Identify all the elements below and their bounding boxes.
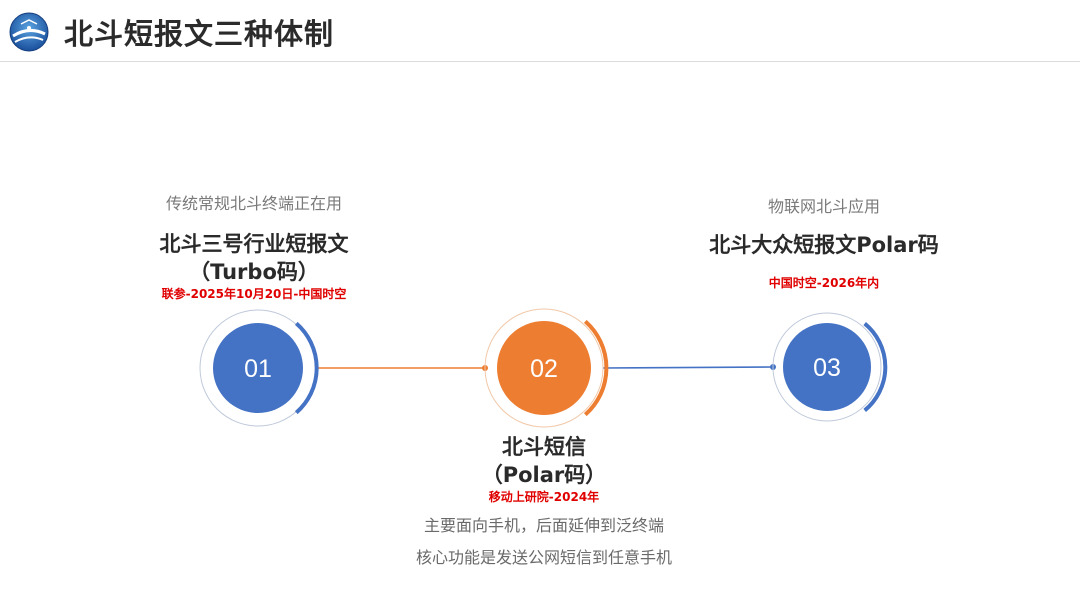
beidou-logo-icon <box>9 12 49 52</box>
node-03-circle <box>783 323 871 411</box>
node-02-circle <box>497 321 591 415</box>
node-02-desc-line1: 主要面向手机，后面延伸到泛终端 <box>423 516 664 535</box>
node-02-desc-line2: 核心功能是发送公网短信到任意手机 <box>415 548 672 567</box>
node-01: 01 <box>199 309 319 427</box>
node-02-heading-line1: 北斗短信 <box>502 435 586 459</box>
connector-2-3 <box>602 366 774 369</box>
node-03-caption: 物联网北斗应用 <box>767 197 880 216</box>
node-02-outer-ring <box>484 308 604 428</box>
node-02: 02 <box>484 308 609 428</box>
node-03: 03 <box>772 312 888 422</box>
page-title: 北斗短报文三种体制 <box>64 17 335 51</box>
node-02-number: 02 <box>530 355 558 383</box>
header-divider <box>0 61 1080 62</box>
node-02-heading-line2: （Polar码） <box>481 463 607 487</box>
node-02-accent-arc <box>583 319 609 417</box>
node-01-heading-line1: 北斗三号行业短报文 <box>159 232 349 256</box>
node-01-circle <box>213 323 303 413</box>
node-03-outer-ring <box>772 312 882 422</box>
node-01-heading-line2: （Turbo码） <box>189 260 319 284</box>
node-01-accent-arc <box>294 321 319 415</box>
header: 北斗短报文三种体制 <box>0 0 1080 62</box>
node-03-note: 中国时空-2026年内 <box>768 276 880 290</box>
node-01-note: 联参-2025年10月20日-中国时空 <box>161 287 347 301</box>
node-03-heading-line1: 北斗大众短报文Polar码 <box>709 233 939 257</box>
node-01-number: 01 <box>244 355 272 383</box>
node-02-note: 移动上研院-2024年 <box>488 490 600 504</box>
node-03-number: 03 <box>813 354 841 382</box>
node-03-accent-arc <box>863 322 888 412</box>
node-01-caption: 传统常规北斗终端正在用 <box>165 194 342 213</box>
